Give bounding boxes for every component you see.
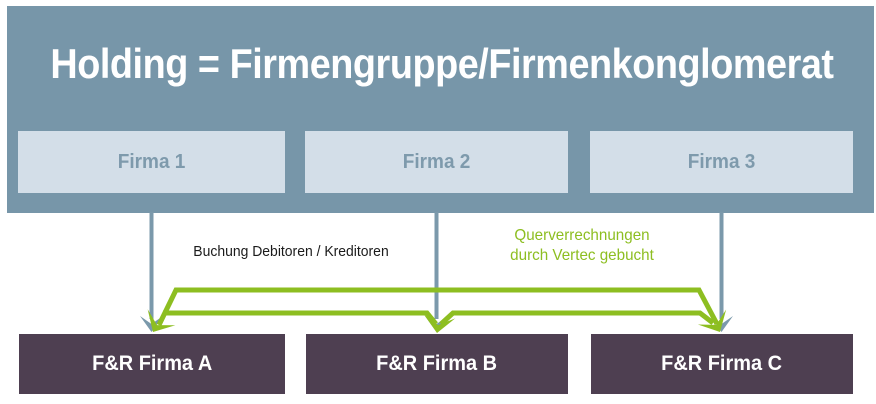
firma-3-label: Firma 3 (687, 150, 756, 173)
holding-title: Holding = Firmengruppe/Firmenkonglomerat (50, 40, 834, 87)
firma-2-label: Firma 2 (402, 150, 471, 173)
green-arrow-b-to-c (439, 310, 715, 326)
firma-1-box: Firma 1 (18, 131, 285, 193)
cross-settlement-line2: durch Vertec gebucht (510, 247, 654, 264)
blue-arrow-firma1-to-a (140, 212, 163, 332)
booking-debitors-creditors-label: Buchung Debitoren / Kreditoren (193, 243, 389, 260)
blue-arrow-firma2-to-b (425, 212, 448, 332)
fr-firma-b-label: F&R Firma B (376, 352, 498, 375)
firma-2-box: Firma 2 (305, 131, 568, 193)
fr-firma-a-label: F&R Firma A (91, 352, 213, 375)
blue-arrow-firma3-to-c (710, 212, 733, 332)
cross-settlement-line1: Querverrechnungen (514, 227, 650, 244)
firma-3-box: Firma 3 (590, 131, 853, 193)
cross-settlement-label: Querverrechnungen durch Vertec gebucht (487, 226, 677, 266)
firma-1-label: Firma 1 (117, 150, 186, 173)
fr-firma-b-box: F&R Firma B (306, 334, 568, 394)
green-arrow-a-to-c (156, 287, 720, 327)
fr-firma-a-box: F&R Firma A (19, 334, 285, 394)
holding-banner: Holding = Firmengruppe/Firmenkonglomerat… (7, 6, 874, 213)
green-arrow-a-to-b (163, 310, 438, 326)
fr-firma-c-box: F&R Firma C (591, 334, 853, 394)
fr-firma-c-label: F&R Firma C (661, 352, 783, 375)
